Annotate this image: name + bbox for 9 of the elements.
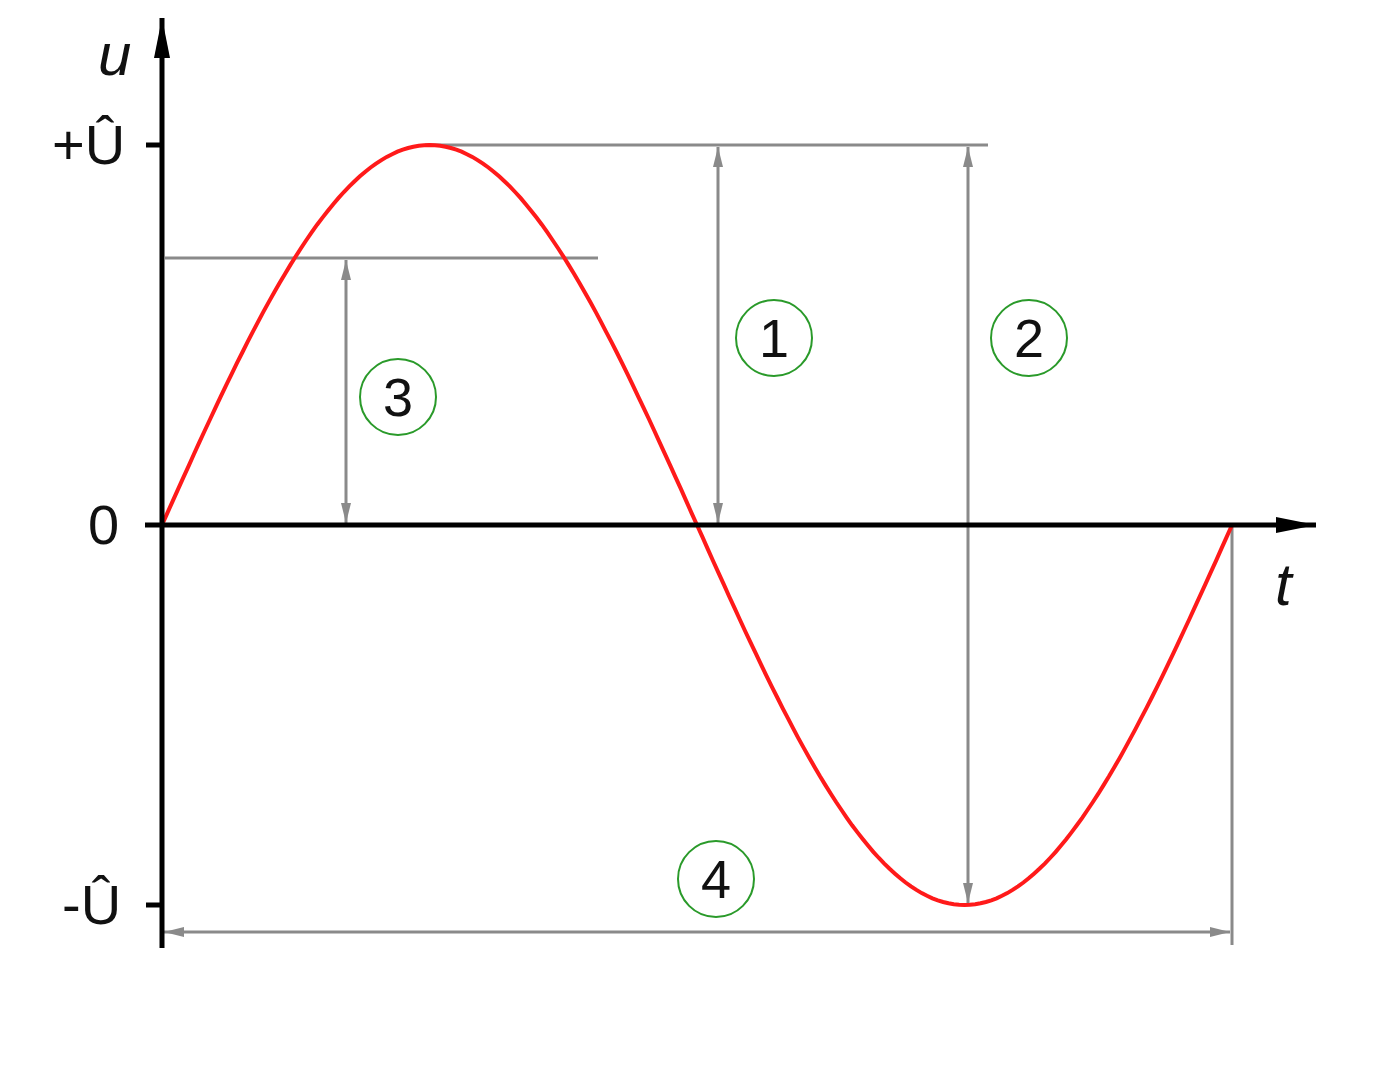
tick-label: -Û [62,877,122,933]
callout-number: 4 [677,840,755,918]
tick-label: 0 [88,497,120,553]
axis-label: u [98,25,132,85]
axis-label: t [1275,555,1292,615]
tick-label: +Û [52,117,126,173]
callout-number: 1 [735,299,813,377]
callout-number: 2 [990,299,1068,377]
callout-number: 3 [359,358,437,436]
